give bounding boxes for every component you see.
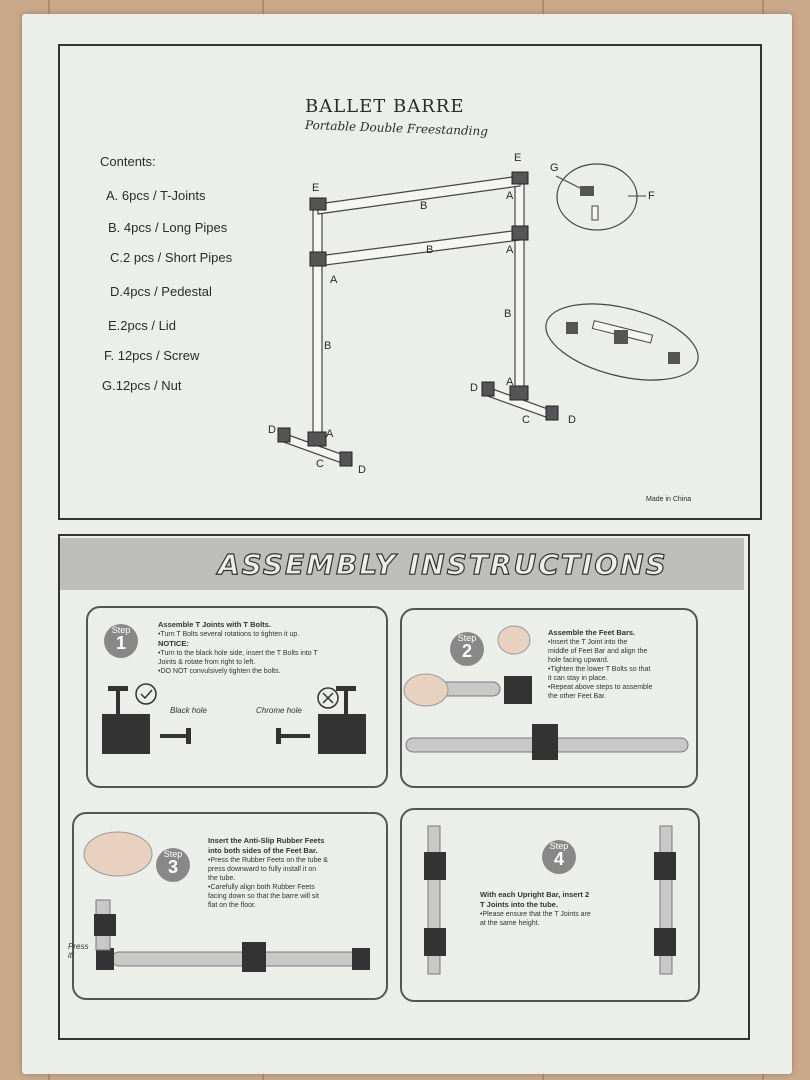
contents-item: G.12pcs / Nut: [102, 378, 182, 393]
diagram-label-b: B: [324, 340, 332, 352]
diagram-label-b: B: [426, 244, 434, 256]
parts-frame: [58, 44, 762, 520]
contents-item: A. 6pcs / T-Joints: [106, 188, 206, 203]
contents-item: C.2 pcs / Short Pipes: [110, 250, 233, 265]
assembly-banner: [60, 538, 744, 590]
diagram-label-d: D: [568, 414, 576, 426]
contents-heading: Contents:: [100, 154, 156, 169]
step-3-text: Insert the Anti-Slip Rubber Feets into b…: [208, 836, 328, 909]
press-it-label: Press it!: [68, 942, 89, 960]
step-2-badge: Step 2: [450, 632, 484, 666]
diagram-label-a: A: [330, 274, 338, 286]
contents-item: F. 12pcs / Screw: [104, 348, 200, 363]
made-in-label: Made in China: [646, 496, 692, 503]
diagram-label-c: C: [316, 458, 324, 470]
contents-item: E.2pcs / Lid: [108, 318, 176, 333]
product-title: BALLET BARRE: [305, 96, 465, 117]
step-4-panel: [400, 808, 700, 1002]
step-4-badge: Step 4: [542, 840, 576, 874]
step-4-text: With each Upright Bar, insert 2 T Joints…: [480, 890, 591, 927]
diagram-label-a: A: [506, 190, 514, 202]
contents-item: B. 4pcs / Long Pipes: [108, 220, 228, 235]
step-2-text: Assemble the Feet Bars. •Insert the T Jo…: [548, 628, 653, 700]
step-3-badge: Step 3: [156, 848, 190, 882]
assembly-heading: ASSEMBLY INSTRUCTIONS: [217, 547, 668, 581]
diagram-label-f: F: [648, 190, 655, 202]
diagram-label-g: G: [550, 162, 559, 174]
chrome-hole-label: Chrome hole: [256, 706, 302, 715]
diagram-label-a: A: [326, 428, 334, 440]
diagram-label-d: D: [268, 424, 276, 436]
diagram-label-b: B: [504, 308, 512, 320]
diagram-label-b: B: [420, 200, 428, 212]
step-1-text: Assemble T Joints with T Bolts. •Turn T …: [158, 620, 318, 675]
diagram-label-e: E: [312, 182, 320, 194]
diagram-label-d: D: [470, 382, 478, 394]
diagram-label-e: E: [514, 152, 522, 164]
diagram-label-c: C: [522, 414, 530, 426]
diagram-label-a: A: [506, 244, 514, 256]
contents-item: D.4pcs / Pedestal: [110, 284, 212, 299]
assembly-frame: [58, 534, 750, 1040]
diagram-label-d: D: [358, 464, 366, 476]
black-hole-label: Black hole: [170, 706, 207, 715]
step-1-badge: Step 1: [104, 624, 138, 658]
diagram-label-a: A: [506, 376, 514, 388]
